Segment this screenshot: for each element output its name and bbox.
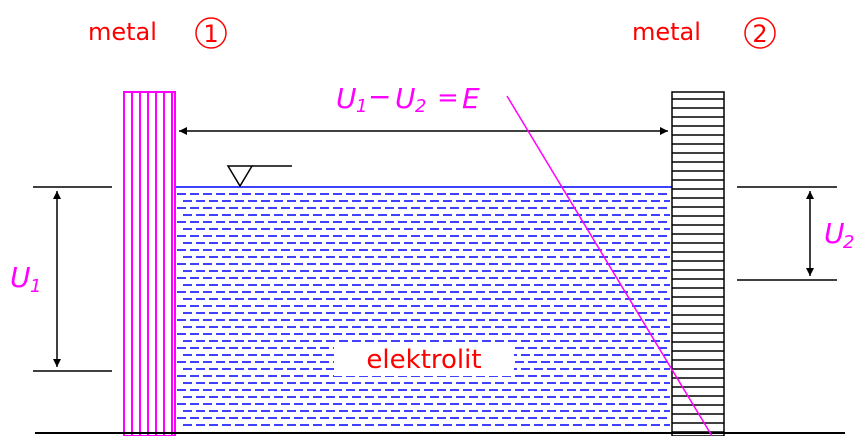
u1-label: U 1 [10,261,41,297]
equation-u1-sub: 1 [356,96,367,117]
svg-text:1: 1 [30,276,41,297]
u1-dimension [33,186,112,372]
metal-2-label: metal [632,18,701,46]
metal-1-number-circle [195,17,227,49]
equation: U 1 − U 2 = E [336,80,480,117]
equation-u2-sub: 2 [415,96,426,117]
equation-u2: U [395,82,416,115]
equation-minus: − [368,80,391,113]
electrolyte-label-background [334,342,514,376]
metal-2-number: 2 [752,20,767,48]
equation-leader-line [506,95,713,436]
electrolyte-liquid [177,193,670,426]
metal-1-label: metal [88,18,157,46]
metal-2-electrode [671,91,725,436]
water-level-symbol [226,165,292,188]
u2-label: U 2 [824,217,854,253]
equation-e: E [462,82,480,115]
equation-u1: U [336,82,357,115]
metal-1-number: 1 [203,20,218,48]
svg-text:U: U [10,261,31,294]
metal-1-electrode [123,91,176,436]
equation-equals: = [437,83,459,113]
u2-dimension [737,186,837,281]
electrolyte-label: elektrolit [366,345,481,375]
svg-text:U: U [824,217,845,250]
svg-text:2: 2 [843,232,854,253]
metal-2-number-circle [744,17,776,49]
